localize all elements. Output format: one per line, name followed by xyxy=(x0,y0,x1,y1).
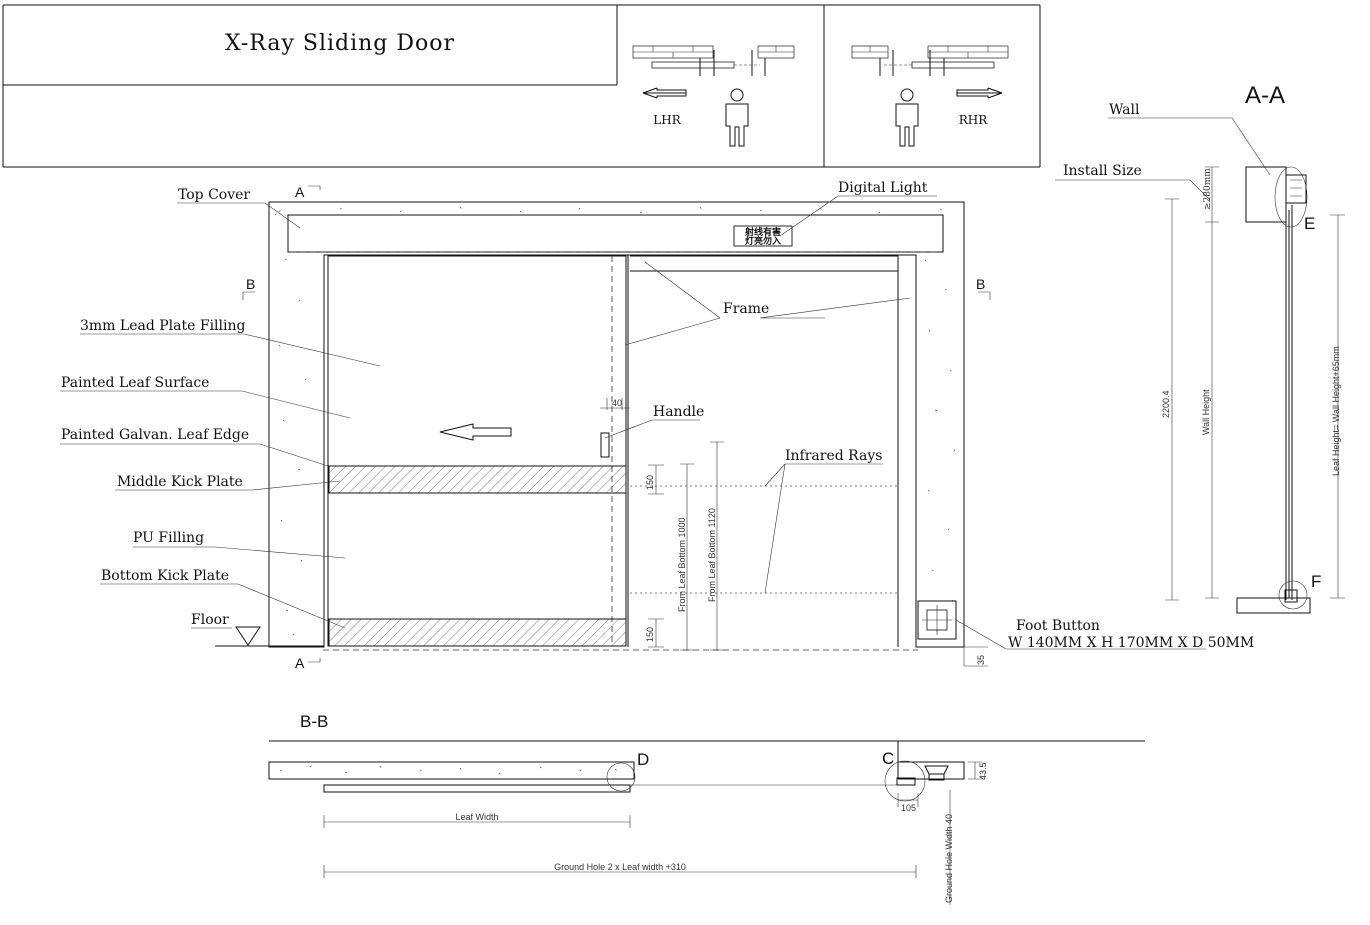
lhr-label: LHR xyxy=(653,113,681,127)
label-floor: Floor xyxy=(191,612,229,628)
label-wall: Wall xyxy=(1109,102,1140,118)
dim-150-middle: 150 xyxy=(645,475,655,490)
detail-e-circle xyxy=(1274,166,1308,228)
middle-kick-plate xyxy=(328,465,627,494)
dim-wall-height: Wall Height xyxy=(1201,389,1211,435)
section-mark-b-right: B xyxy=(976,276,985,292)
label-digital-light: Digital Light xyxy=(838,180,928,196)
top-cover xyxy=(287,214,944,253)
label-install-size: Install Size xyxy=(1063,163,1142,179)
dim-280: ≥280mm xyxy=(1203,168,1213,210)
floor-marker xyxy=(235,626,261,646)
dim-2200: 2200.4 xyxy=(1161,390,1171,418)
detail-f-circle xyxy=(1278,580,1308,610)
detail-e-label: E xyxy=(1304,214,1315,233)
dim-ground-hole-width: Ground Hole Width 40 xyxy=(944,814,954,903)
section-mark-b-left: B xyxy=(246,276,255,292)
label-top-cover: Top Cover xyxy=(178,187,250,203)
section-title-a-a: A-A xyxy=(1245,82,1285,109)
label-galvan-leaf-edge: Painted Galvan. Leaf Edge xyxy=(61,427,249,443)
label-foot-button-size: W 140MM X H 170MM X D 50MM xyxy=(1008,635,1254,651)
label-middle-kick-plate: Middle Kick Plate xyxy=(117,474,243,490)
title-block: X-Ray Sliding Door xyxy=(2,4,1041,168)
dim-150-bottom: 150 xyxy=(645,627,655,642)
rhr-label: RHR xyxy=(959,113,989,127)
sliding-leaf xyxy=(327,255,627,647)
dim-leaf-bottom-1120: From Leaf Bottom 1120 xyxy=(707,508,717,602)
dim-leaf-width: Leaf Width xyxy=(455,812,498,822)
detail-d-circle xyxy=(606,762,636,792)
dim-40: 40 xyxy=(612,398,622,408)
label-infrared-rays: Infrared Rays xyxy=(785,448,882,464)
label-pu-filling: PU Filling xyxy=(133,530,204,546)
front-elevation: 射线有害 灯亮勿入 A A B B xyxy=(60,184,1206,671)
dim-ground-hole: Ground Hole 2 x Leaf width +310 xyxy=(554,862,686,872)
label-painted-leaf-surface: Painted Leaf Surface xyxy=(61,375,209,391)
detail-c-label: C xyxy=(882,749,894,768)
person-icon xyxy=(725,88,749,147)
label-lead-plate-filling: 3mm Lead Plate Filling xyxy=(80,318,245,334)
dim-43-5: 43.5 xyxy=(978,762,988,780)
label-frame: Frame xyxy=(723,301,769,317)
rhr-handing-diagram: RHR xyxy=(851,45,1009,147)
dim-35: 35 xyxy=(976,655,986,665)
section-a-a: A-A Wall Install Size E F ≥280mm 2200.4 … xyxy=(1055,82,1345,614)
bottom-kick-plate xyxy=(328,618,627,647)
sign-line-2: 灯亮勿入 xyxy=(745,235,781,246)
dim-105: 105 xyxy=(901,803,916,813)
section-mark-a-bottom: A xyxy=(295,655,305,671)
handle xyxy=(600,432,610,458)
drawing-title: X-Ray Sliding Door xyxy=(225,31,455,56)
section-title-b-b: B-B xyxy=(300,712,328,731)
person-icon xyxy=(895,88,919,147)
digital-light-sign xyxy=(733,225,793,247)
section-b-b: B-B D C Leaf Width Ground Hole 2 x Leaf … xyxy=(268,712,1145,905)
label-bottom-kick-plate: Bottom Kick Plate xyxy=(101,568,229,584)
label-handle: Handle xyxy=(653,404,704,420)
dim-leaf-bottom-1000: From Leaf Bottom 1000 xyxy=(677,517,687,612)
detail-f-label: F xyxy=(1311,572,1321,591)
dim-leaf-height: Leaf Height= Wall Height+65mm xyxy=(1331,346,1341,476)
detail-c-circle xyxy=(884,760,926,802)
section-mark-a-top: A xyxy=(295,184,305,200)
sign-line-1: 射线有害 xyxy=(744,226,781,237)
detail-d-label: D xyxy=(637,750,649,769)
lhr-handing-diagram: LHR xyxy=(632,45,795,147)
slide-direction-arrow xyxy=(439,423,512,441)
label-foot-button: Foot Button xyxy=(1016,618,1100,634)
